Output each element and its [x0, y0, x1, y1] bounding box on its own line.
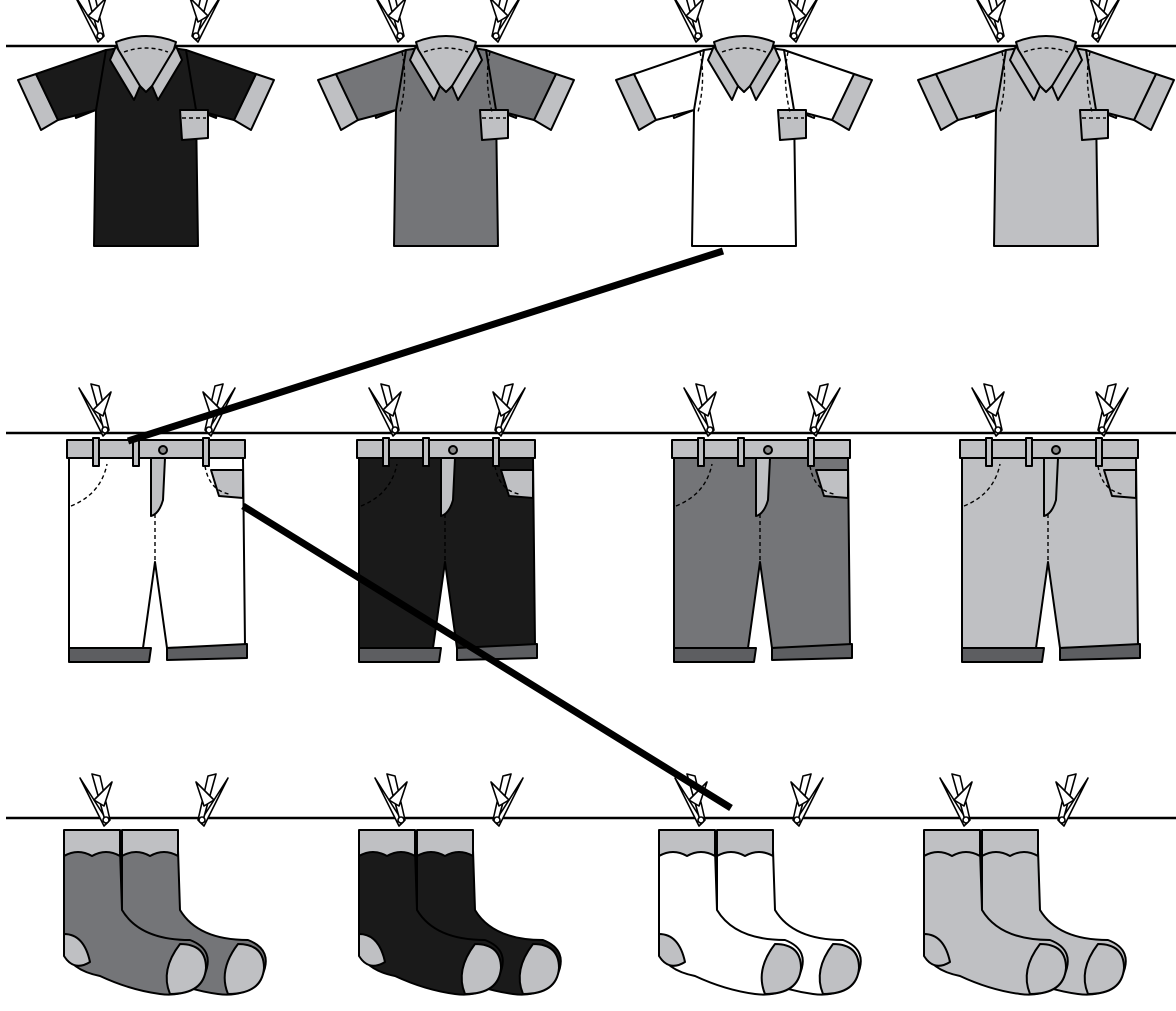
clothespin-icon — [490, 0, 522, 42]
belt-loop — [1096, 438, 1102, 466]
belt-loop — [383, 438, 389, 466]
clothespin-icon — [493, 384, 525, 436]
belt-loop — [93, 438, 99, 466]
clothespin-icon — [788, 0, 820, 42]
shorts-black[interactable] — [357, 384, 537, 662]
shirt-pocket — [1080, 110, 1108, 140]
clothespin-icon — [684, 384, 716, 436]
clothespin-icon — [79, 384, 111, 436]
cuff-right — [1060, 644, 1140, 660]
shirt-pocket — [480, 110, 508, 140]
clothespin-icon — [808, 384, 840, 436]
shorts-white[interactable] — [67, 384, 247, 662]
cuff-right — [772, 644, 852, 660]
belt-loop — [203, 438, 209, 466]
shirt-black[interactable] — [18, 0, 274, 246]
clothespin-icon — [672, 0, 704, 42]
button — [764, 446, 772, 454]
button — [449, 446, 457, 454]
button — [1052, 446, 1060, 454]
cuff-right — [167, 644, 247, 660]
shirt-dark-gray[interactable] — [318, 0, 574, 246]
clothespin-icon — [374, 0, 406, 42]
belt-loop — [986, 438, 992, 466]
socks-light-gray[interactable] — [924, 774, 1126, 995]
clothespin-icon — [974, 0, 1006, 42]
clothespin-icon — [369, 384, 401, 436]
belt-loop — [698, 438, 704, 466]
cuff-left — [359, 648, 441, 662]
socks-black[interactable] — [359, 774, 561, 995]
sock-cuff — [982, 830, 1038, 856]
socks-white[interactable] — [659, 774, 861, 995]
sock-cuff — [359, 830, 415, 856]
sock-cuff — [924, 830, 980, 856]
cuff-left — [69, 648, 151, 662]
shorts-dark-gray[interactable] — [672, 384, 852, 662]
belt-loop — [808, 438, 814, 466]
shirt-pocket — [180, 110, 208, 140]
shorts-light-gray[interactable] — [960, 384, 1140, 662]
connector-shirt-to-shorts — [128, 251, 723, 441]
clothespin-icon — [972, 384, 1004, 436]
clothespin-icon — [190, 0, 222, 42]
belt-loop — [738, 438, 744, 466]
shirt-light-gray[interactable] — [918, 0, 1174, 246]
button — [159, 446, 167, 454]
sock-cuff — [717, 830, 773, 856]
belt-loop — [493, 438, 499, 466]
sock-cuff — [64, 830, 120, 856]
belt-loop — [1026, 438, 1032, 466]
cuff-left — [674, 648, 756, 662]
cuff-left — [962, 648, 1044, 662]
socks-dark-gray[interactable] — [64, 774, 266, 995]
belt-loop — [423, 438, 429, 466]
shirt-white[interactable] — [616, 0, 872, 246]
sock-cuff — [122, 830, 178, 856]
clothespin-icon — [74, 0, 106, 42]
clothespin-icon — [1090, 0, 1122, 42]
sock-cuff — [417, 830, 473, 856]
shirt-pocket — [778, 110, 806, 140]
clothespin-icon — [1096, 384, 1128, 436]
sock-cuff — [659, 830, 715, 856]
